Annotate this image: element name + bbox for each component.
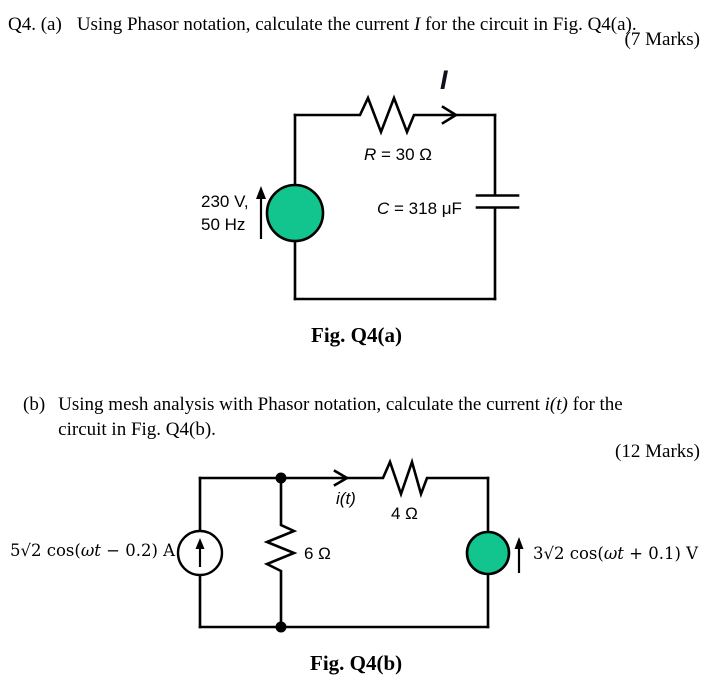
resistor-label-a: R = 30 Ω bbox=[364, 143, 432, 166]
caption-figure-b: Fig. Q4(b) bbox=[310, 651, 403, 675]
question-b-line1-after: for the bbox=[567, 394, 623, 415]
marks-b: (12 Marks) bbox=[615, 441, 700, 462]
current-source-label: 5√2 cos(ωt − 0.2) A bbox=[10, 541, 175, 560]
question-part-a: Q4. (a) Using Phasor notation, calculate … bbox=[8, 12, 637, 37]
voltage-source-pre: 3√2 cos( bbox=[533, 544, 604, 563]
current-label-b: i(t) bbox=[336, 489, 356, 508]
voltage-source-var: ωt bbox=[603, 544, 624, 563]
capacitor-label-a: C = 318 μF bbox=[377, 197, 462, 220]
resistor-a-zigzag bbox=[293, 94, 497, 136]
current-label-a: I bbox=[440, 65, 448, 95]
capacitor-a-symbol: C bbox=[377, 199, 390, 218]
voltage-source-label: 3√2 cos(ωt + 0.1) V bbox=[533, 544, 698, 563]
resistor-6ohm-zigzag bbox=[263, 476, 298, 629]
caption-figure-a: Fig. Q4(a) bbox=[311, 323, 402, 347]
current-symbol-b: i(t) bbox=[544, 394, 568, 415]
voltage-source-post: + 0.1) V bbox=[623, 544, 699, 563]
circuit-b bbox=[176, 457, 524, 633]
source-label-a: 230 V, 50 Hz bbox=[201, 190, 249, 236]
question-a-text: Using Phasor notation, calculate the cur… bbox=[76, 14, 414, 35]
question-part-b: (b) Using mesh analysis with Phasor nota… bbox=[23, 392, 676, 442]
source-a-voltage: 230 V, bbox=[201, 192, 249, 211]
current-source-post: − 0.2) A bbox=[100, 541, 176, 560]
resistor-a-symbol: R bbox=[364, 145, 377, 164]
current-source-arrowhead-icon bbox=[195, 538, 205, 549]
current-source-var: ωt bbox=[80, 541, 101, 560]
voltage-source-a-icon bbox=[265, 183, 325, 243]
capacitor-a-value: = 318 μF bbox=[389, 199, 462, 218]
resistor-4ohm-zigzag bbox=[198, 457, 490, 499]
question-b-line2: circuit in Fig. Q4(b). bbox=[58, 419, 216, 440]
resistor-6ohm-label: 6 Ω bbox=[304, 544, 331, 563]
current-symbol-a: I bbox=[413, 14, 421, 35]
question-b-number: (b) bbox=[23, 394, 46, 415]
resistor-4ohm-label: 4 Ω bbox=[391, 504, 418, 523]
voltage-source-b-icon bbox=[465, 530, 511, 576]
current-arrow-a-icon bbox=[441, 105, 459, 125]
current-arrow-b-icon bbox=[333, 469, 350, 487]
circuit-a bbox=[256, 94, 520, 301]
marks-a: (7 Marks) bbox=[624, 29, 700, 50]
capacitor-a bbox=[475, 113, 520, 301]
resistor-a-value: = 30 Ω bbox=[376, 145, 432, 164]
question-b-text: Using mesh analysis with Phasor notation… bbox=[58, 392, 676, 442]
question-b-line1: Using mesh analysis with Phasor notation… bbox=[58, 394, 545, 415]
question-a-number: Q4. (a) bbox=[8, 14, 62, 35]
current-source-pre: 5√2 cos( bbox=[10, 541, 81, 560]
source-b-arrowhead-icon bbox=[514, 537, 524, 549]
source-a-frequency: 50 Hz bbox=[201, 215, 246, 234]
question-a-text-after: for the circuit in Fig. Q4(a). bbox=[420, 14, 637, 35]
source-a-arrowhead-icon bbox=[256, 186, 266, 199]
